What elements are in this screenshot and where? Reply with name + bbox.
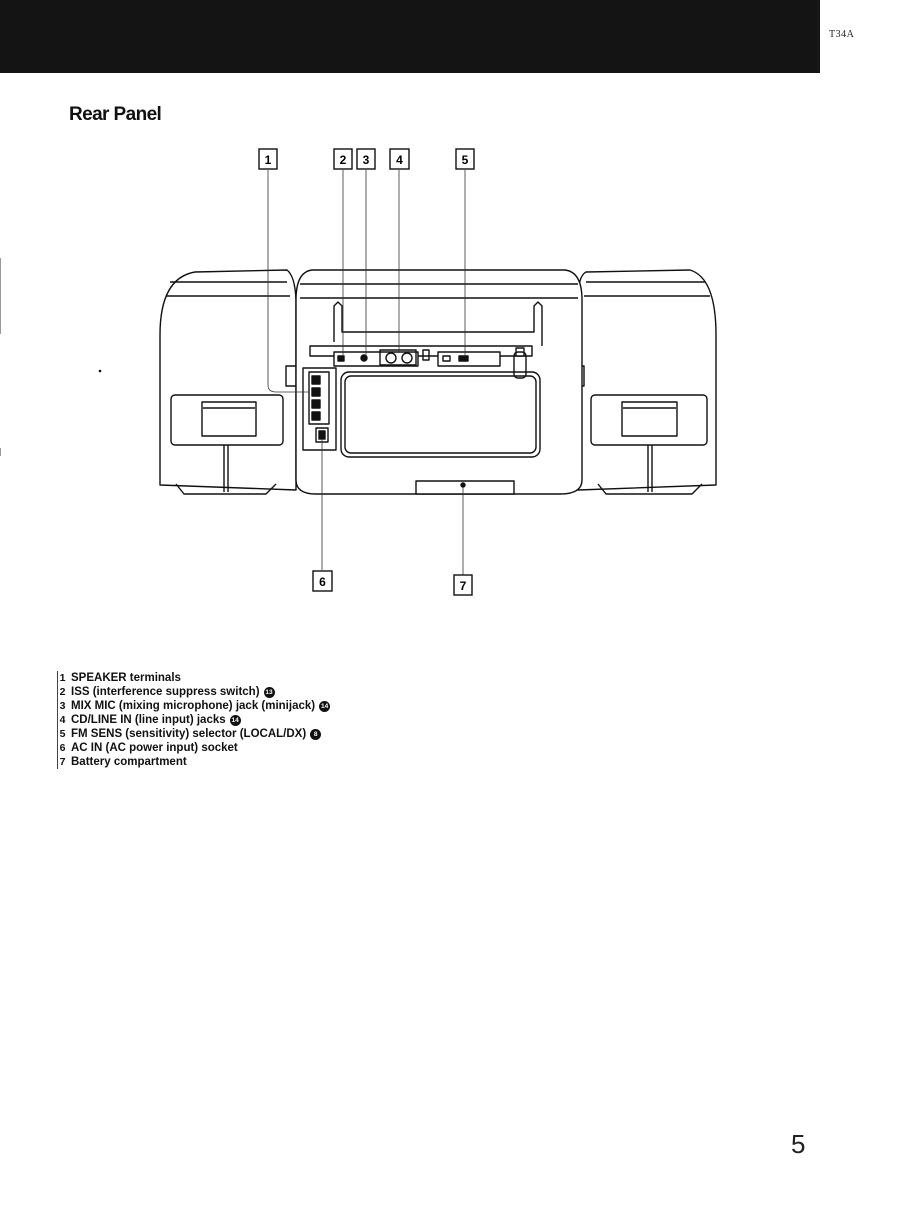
reference-circle-icon: 13 — [264, 687, 275, 698]
callout-3: 3 — [357, 149, 375, 169]
svg-text:6: 6 — [319, 575, 326, 589]
svg-text:1: 1 — [265, 153, 272, 167]
svg-text:5: 5 — [462, 153, 469, 167]
page-number: 5 — [791, 1129, 805, 1160]
reference-circle-icon: 14 — [230, 715, 241, 726]
svg-text:7: 7 — [460, 579, 467, 593]
right-speaker — [574, 270, 716, 494]
callout-1: 1 — [259, 149, 277, 169]
speck — [99, 370, 102, 373]
left-speaker — [160, 270, 296, 494]
reference-circle-icon: 14 — [319, 701, 330, 712]
callout-5: 5 — [456, 149, 474, 169]
scan-edge-mark — [0, 448, 1, 456]
main-body — [296, 270, 582, 494]
svg-text:2: 2 — [340, 153, 347, 167]
callout-7: 7 — [454, 575, 472, 595]
scan-edge-mark — [0, 258, 1, 334]
svg-text:4: 4 — [396, 153, 403, 167]
callout-2: 2 — [334, 149, 352, 169]
svg-text:3: 3 — [363, 153, 370, 167]
rear-panel-diagram: 1 2 3 4 5 6 7 — [0, 0, 919, 640]
callout-4: 4 — [390, 149, 409, 169]
callout-6: 6 — [313, 571, 332, 591]
reference-circle-icon: 8 — [310, 729, 321, 740]
